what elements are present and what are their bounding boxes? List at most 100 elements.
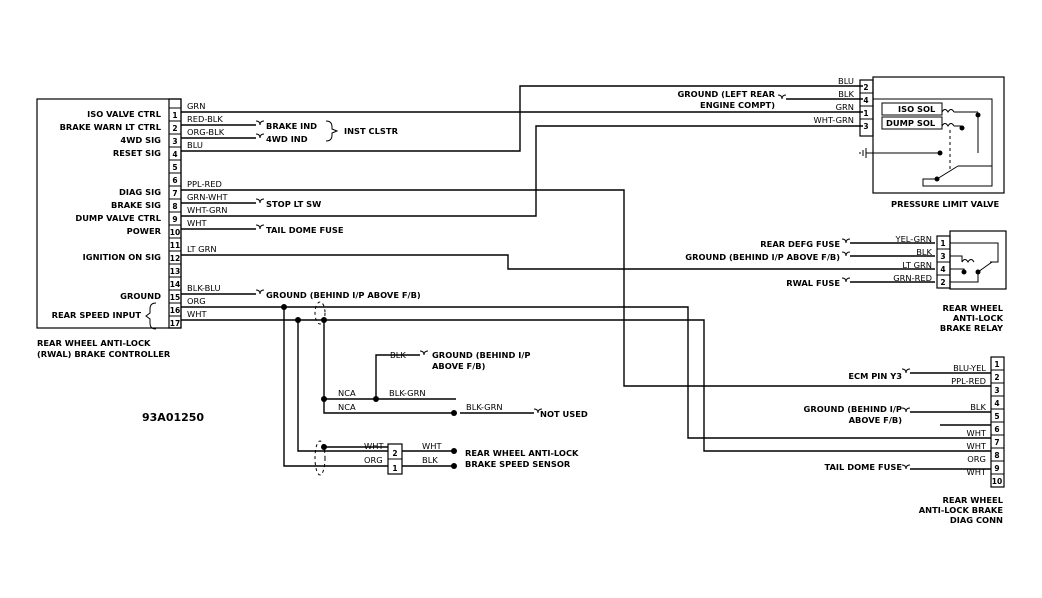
- wire-wht-10: WHT: [187, 218, 207, 228]
- diag-wire-wht-7: WHT: [966, 441, 986, 451]
- pressure-valve-title: PRESSURE LIMIT VALVE: [891, 199, 1000, 209]
- diag-wire-org: ORG: [967, 454, 986, 464]
- sensor-pin-1: 1: [392, 464, 397, 473]
- valve-ground-label-2: ENGINE COMPT): [700, 100, 775, 110]
- diag-wire-blu-yel: BLU-YEL: [953, 363, 986, 373]
- ctrl-label-reset-sig: RESET SIG: [113, 148, 161, 158]
- not-used-label: NOT USED: [540, 409, 588, 419]
- diag-ground-2: ABOVE F/B): [849, 415, 903, 425]
- label-stop-lt-sw: STOP LT SW: [266, 199, 321, 209]
- ctrl-pin-7: 7: [172, 189, 177, 198]
- relay-wire-grn-red: GRN-RED: [893, 273, 932, 283]
- pressure-switch-icon: [936, 165, 959, 180]
- diag-pin-2: 2: [994, 373, 999, 382]
- relay-wire-blk: BLK: [916, 247, 932, 257]
- relay-pin-4: 4: [940, 265, 945, 274]
- ctrl-label-iso-valve: ISO VALVE CTRL: [87, 109, 162, 119]
- ecm-connector-icon: [901, 368, 911, 374]
- sensor-title-1: REAR WHEEL ANTI-LOCK: [465, 448, 579, 458]
- label-tail-dome-fuse: TAIL DOME FUSE: [266, 225, 344, 235]
- diag-pin-7: 7: [994, 438, 999, 447]
- valve-ground-connector-icon: [777, 94, 787, 100]
- sensor-wire-wht-left: WHT: [364, 441, 384, 451]
- tail-dome-connector-icon: [255, 224, 265, 230]
- nca-ground-connector-icon: [419, 350, 429, 356]
- sensor-wire-blk-right: BLK: [422, 455, 438, 465]
- relay-input-rwal: RWAL FUSE: [786, 278, 840, 288]
- controller-name-1: REAR WHEEL ANTI-LOCK: [37, 338, 151, 348]
- diag-tail-dome: TAIL DOME FUSE: [825, 462, 903, 472]
- sensor-pin-2: 2: [392, 449, 397, 458]
- ctrl-pin-12: 12: [170, 254, 180, 263]
- wire-blu: BLU: [187, 140, 203, 150]
- valve-box: [872, 76, 1005, 194]
- iso-sol-box: [881, 102, 943, 116]
- relay-switch-icon: [977, 261, 993, 273]
- ctrl-label-speed-input: REAR SPEED INPUT: [52, 310, 142, 320]
- diag-pin-1: 1: [994, 360, 999, 369]
- relay-wire-yel-grn: YEL-GRN: [895, 234, 933, 244]
- ctrl-label-4wd-sig: 4WD SIG: [120, 135, 161, 145]
- nca-ground-label-1: GROUND (BEHIND I/P: [432, 350, 530, 360]
- relay-input-ground: GROUND (BEHIND I/P ABOVE F/B): [685, 252, 840, 262]
- diag-ecm-pin: ECM PIN Y3: [848, 371, 902, 381]
- ctrl-pin-5: 5: [172, 163, 177, 172]
- label-inst-clstr: INST CLSTR: [344, 126, 399, 136]
- diag-wire-blk: BLK: [970, 402, 986, 412]
- speed-sensor: 2 1 WHT ORG WHT BLK REAR WHEEL ANTI-LOCK…: [364, 441, 579, 475]
- ctrl-label-brake-sig: BRAKE SIG: [111, 200, 161, 210]
- diag-title-1: REAR WHEEL: [943, 495, 1004, 505]
- diag-wire-wht-6: WHT: [966, 428, 986, 438]
- valve-pin-4: 4: [863, 96, 868, 105]
- pressure-limit-valve: 2 4 1 3 BLU BLK GRN WHT-GRN GROUND (LEFT…: [677, 76, 1005, 209]
- ctrl-pin-3: 3: [172, 137, 177, 146]
- rwal-controller: 1 2 3 4 5 6 7 8 9 10 11 12 13 14 15 16 1…: [36, 98, 182, 359]
- valve-wire-blk: BLK: [838, 89, 854, 99]
- valve-wire-grn: GRN: [836, 102, 854, 112]
- valve-pin-2: 2: [863, 83, 868, 92]
- relay-title-3: BRAKE RELAY: [940, 323, 1004, 333]
- ctrl-label-power: POWER: [127, 226, 162, 236]
- wires: [181, 85, 991, 476]
- valve-wire-blu: BLU: [838, 76, 854, 86]
- ctrl-pin-4: 4: [172, 150, 177, 159]
- sensor-wire-org-left: ORG: [364, 455, 383, 465]
- ctrl-pin-17: 17: [170, 319, 180, 328]
- ctrl-label-brake-warn: BRAKE WARN LT CTRL: [60, 122, 162, 132]
- relay-input-defg: REAR DEFG FUSE: [760, 239, 840, 249]
- label-ground-ip: GROUND (BEHIND I/P ABOVE F/B): [266, 290, 421, 300]
- ctrl-pin-15: 15: [170, 293, 180, 302]
- valve-wire-wht-grn: WHT-GRN: [814, 115, 854, 125]
- nca-ground-wire: BLK: [390, 350, 406, 360]
- diag-pin-9: 9: [994, 464, 999, 473]
- nca-2-label: NCA: [338, 402, 356, 412]
- diag-wire-wht-9: WHT: [966, 467, 986, 477]
- controller-destinations: BRAKE IND 4WD IND INST CLSTR STOP LT SW …: [255, 120, 421, 300]
- chassis-ground-icon: [859, 148, 873, 158]
- diag-pin-10: 10: [992, 477, 1002, 486]
- wire-blk-blu: BLK-BLU: [187, 283, 221, 293]
- 4wd-ind-connector-icon: [255, 133, 265, 139]
- diag-wire-ppl-red: PPL-RED: [951, 376, 986, 386]
- figure-id: 93A01250: [142, 411, 204, 424]
- diag-pin-3: 3: [994, 386, 999, 395]
- ctrl-pin-1: 1: [172, 111, 177, 120]
- relay-coil-icon: [961, 259, 975, 263]
- diag-ground-connector-icon: [901, 407, 911, 413]
- label-brake-ind: BRAKE IND: [266, 121, 317, 131]
- not-used-connector-icon: [533, 408, 543, 414]
- sensor-title-2: BRAKE SPEED SENSOR: [465, 459, 571, 469]
- diag-pin-8: 8: [994, 451, 999, 460]
- diag-ground-1: GROUND (BEHIND I/P: [804, 404, 902, 414]
- dump-sol-label: DUMP SOL: [886, 118, 936, 128]
- diag-title-2: ANTI-LOCK BRAKE: [919, 505, 1004, 515]
- nca-grounds: BLK GROUND (BEHIND I/P ABOVE F/B) NCA BL…: [338, 350, 588, 419]
- nca-1-wire: BLK-GRN: [389, 388, 426, 398]
- nca-1-label: NCA: [338, 388, 356, 398]
- diag-connector: 1 2 3 4 5 6 7 8 9 10 BLU-YEL PPL-RED BLK…: [804, 356, 1005, 525]
- valve-ground-label-1: GROUND (LEFT REAR: [677, 89, 775, 99]
- wire-org-16: ORG: [187, 296, 206, 306]
- relay-pin-2: 2: [940, 278, 945, 287]
- anti-lock-brake-relay: 1 3 4 2 YEL-GRN BLK LT GRN GRN-RED REAR …: [685, 230, 1007, 333]
- inst-clstr-brace: [325, 120, 339, 142]
